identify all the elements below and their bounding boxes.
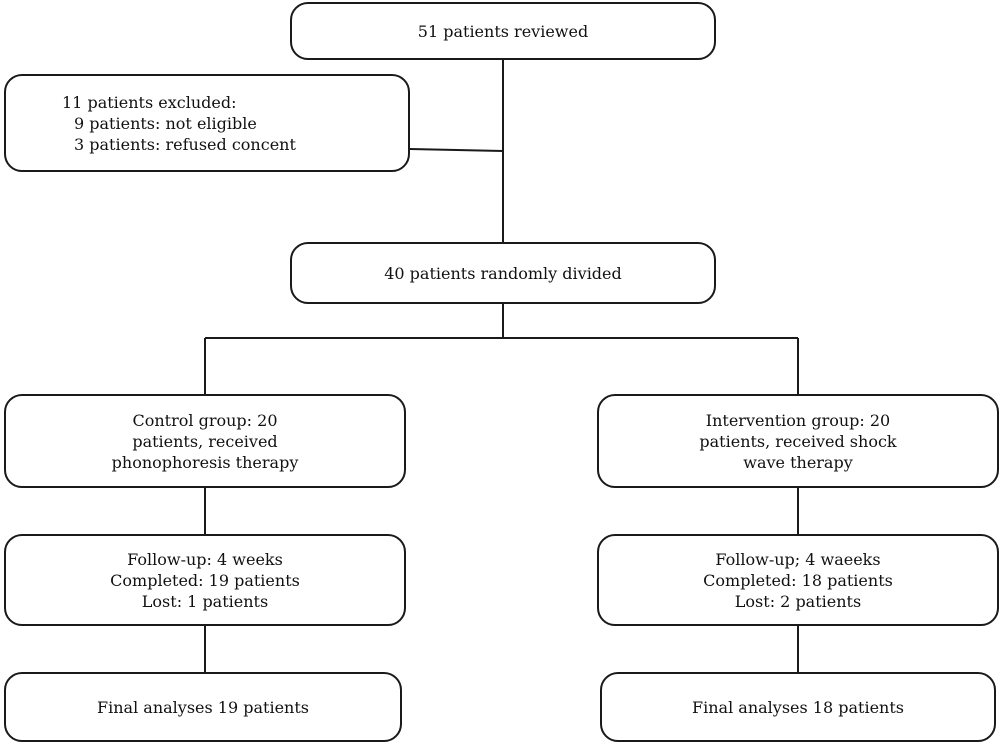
intervention-group-line-1: Intervention group: 20 [705,410,891,430]
intervention-group-line-3: wave therapy [743,452,853,472]
control-followup-box: Follow-up: 4 weeks Completed: 19 patient… [4,534,406,626]
intervention-final-box: Final analyses 18 patients [600,672,996,742]
reviewed-box: 51 patients reviewed [290,2,716,60]
control-group-line-3: phonophoresis therapy [111,452,299,472]
control-final-text: Final analyses 19 patients [97,697,309,717]
randomized-text: 40 patients randomly divided [384,263,622,283]
excluded-reason-refused: 3 patients: refused concent [74,134,296,154]
intervention-followup-line-2: Completed: 18 patients [703,570,893,590]
connector-to-excluded [409,148,504,152]
excluded-reason-not-eligible: 9 patients: not eligible [74,113,257,133]
randomized-box: 40 patients randomly divided [290,242,716,304]
control-followup-line-2: Completed: 19 patients [110,570,300,590]
control-group-box: Control group: 20 patients, received pho… [4,394,406,488]
control-group-line-1: Control group: 20 [132,410,278,430]
control-followup-line-3: Lost: 1 patients [141,591,269,611]
excluded-title: 11 patients excluded: [62,92,237,112]
control-group-line-2: patients, received [132,431,278,451]
intervention-group-box: Intervention group: 20 patients, receive… [597,394,999,488]
intervention-followup-line-1: Follow-up; 4 waeeks [715,549,881,569]
reviewed-text: 51 patients reviewed [417,21,589,41]
control-followup-line-1: Follow-up: 4 weeks [127,549,283,569]
intervention-followup-box: Follow-up; 4 waeeks Completed: 18 patien… [597,534,999,626]
control-final-box: Final analyses 19 patients [4,672,402,742]
intervention-group-line-2: patients, received shock [699,431,897,451]
intervention-final-text: Final analyses 18 patients [692,697,904,717]
excluded-box: 11 patients excluded: 9 patients: not el… [4,74,410,172]
intervention-followup-line-3: Lost: 2 patients [734,591,862,611]
